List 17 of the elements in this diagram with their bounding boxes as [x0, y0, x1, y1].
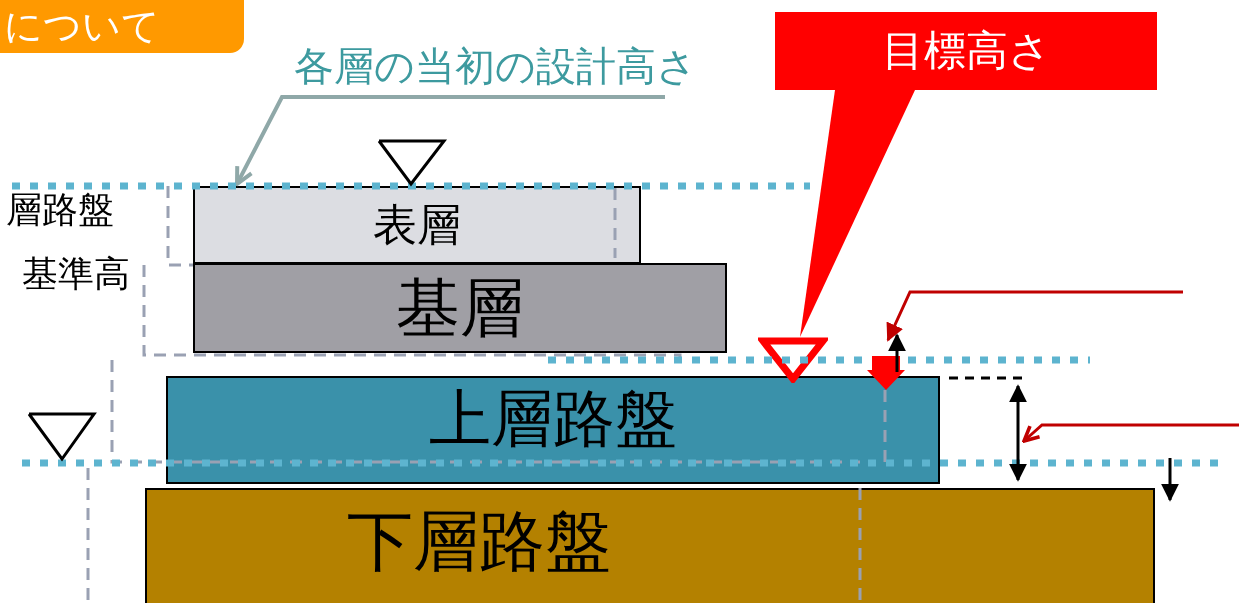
layer-box: [193, 186, 641, 264]
layer-label: 表層: [373, 203, 461, 247]
callout-box: [775, 12, 1157, 90]
title-banner: [0, 0, 244, 53]
layer-label: 基層: [396, 276, 524, 340]
layer-label: 下層路盤: [347, 509, 611, 575]
leader-line: [235, 95, 665, 186]
layer-label: 上層路盤: [429, 388, 677, 450]
leader-line: [800, 90, 915, 337]
side-label: 層路盤: [6, 192, 114, 228]
banner-title: について: [4, 6, 160, 45]
layer-box: [193, 263, 727, 353]
layer-box: [166, 376, 940, 484]
callout-label: 目標高さ: [881, 30, 1051, 72]
layer-box: [145, 488, 1155, 603]
side-label: 基準高: [22, 256, 130, 292]
callout-text: 各層の当初の設計高さ: [293, 46, 697, 86]
